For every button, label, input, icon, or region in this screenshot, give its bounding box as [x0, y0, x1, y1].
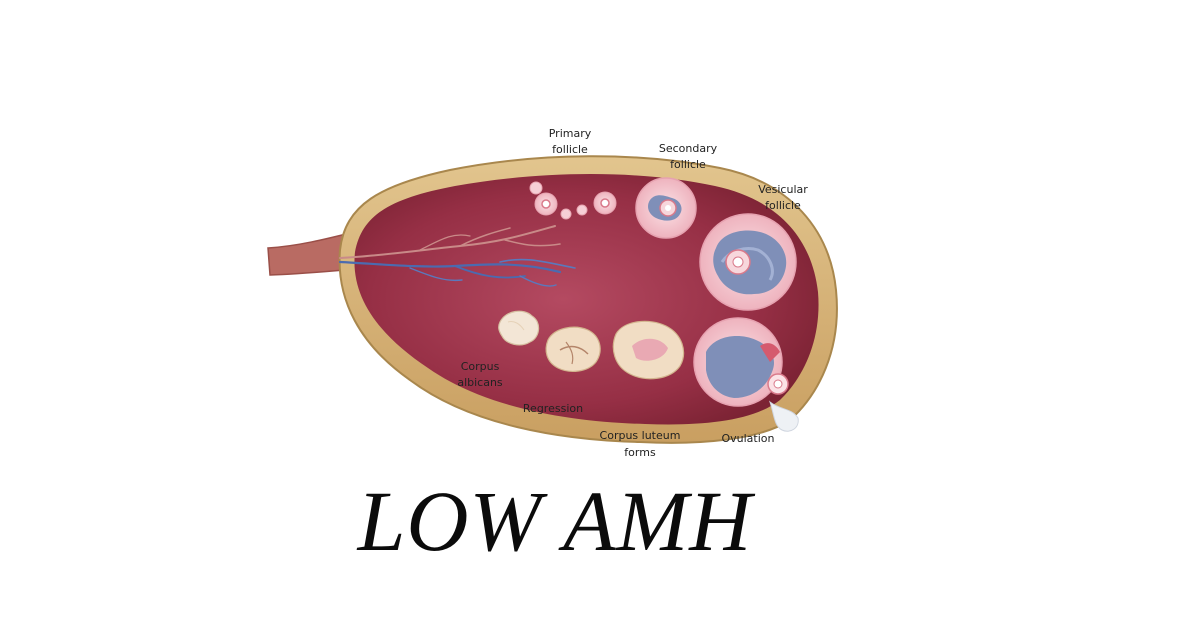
label-secondary-follicle-2: follicle — [670, 158, 706, 171]
secondary-follicle — [635, 177, 697, 239]
page-title: LOW AMH — [357, 473, 753, 569]
label-primary-follicle-1: Primary — [549, 127, 592, 140]
blood-vessels — [338, 225, 576, 287]
label-corpus-albicans-2: albicans — [457, 376, 503, 389]
label-primary-follicle-2: follicle — [552, 143, 588, 156]
ovulating-follicle — [693, 317, 799, 432]
label-ovulation: Ovulation — [721, 432, 774, 445]
corpus-luteum — [612, 320, 685, 380]
label-vesicular-follicle-1: Vesicular — [758, 183, 808, 196]
label-regression: Regression — [523, 402, 583, 415]
label-corpus-albicans-1: Corpus — [461, 360, 500, 373]
vesicular-follicle — [699, 213, 797, 311]
regressing-corpus-luteum — [545, 326, 601, 372]
label-corpus-luteum-1: Corpus luteum — [600, 429, 681, 442]
label-vesicular-follicle-2: follicle — [765, 199, 801, 212]
label-secondary-follicle-1: Secondary — [659, 142, 718, 155]
diagram-labels: Primary follicle Secondary follicle Vesi… — [457, 127, 808, 459]
primary-follicles — [529, 181, 617, 220]
label-corpus-luteum-2: forms — [624, 446, 656, 459]
corpus-albicans — [498, 310, 540, 346]
